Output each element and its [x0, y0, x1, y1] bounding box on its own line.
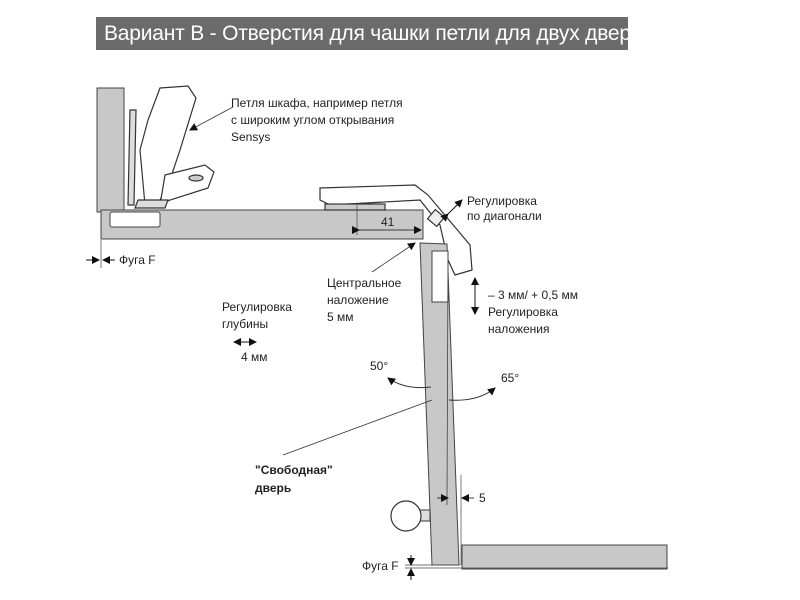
door-knob — [390, 500, 431, 532]
overlay-label-line1: Центральное — [327, 276, 402, 290]
depth-value: 4 мм — [241, 350, 268, 364]
overlay-label-line3: 5 мм — [327, 310, 354, 324]
diagonal-adjust-arrow — [440, 199, 463, 222]
free-door-label-line1: "Свободная" — [255, 463, 333, 477]
adjacent-panel — [461, 544, 668, 570]
dim-41-label: 41 — [381, 215, 395, 229]
gap-top-label: Фуга F — [119, 253, 156, 267]
diagonal-label-line2: по диагонали — [467, 209, 542, 223]
gap-bottom-label: Фуга F — [362, 559, 399, 573]
overlay-adjust-line3: наложения — [488, 322, 550, 336]
cup-recess — [109, 211, 161, 228]
diagram-title: Вариант B - Отверстия для чашки петли дл… — [96, 17, 654, 50]
sensys-hinge — [127, 85, 215, 209]
free-door-label-line2: дверь — [255, 481, 291, 495]
depth-label-line2: глубины — [222, 317, 268, 331]
dim-5-label: 5 — [479, 491, 486, 505]
hinge-label-line2: с широким углом открывания — [231, 113, 394, 127]
diagonal-label-line1: Регулировка — [467, 194, 537, 208]
overlay-adjust-line1: – 3 мм/ + 0,5 мм — [488, 288, 578, 302]
hinge-label-line3: Sensys — [231, 130, 270, 144]
overlay-adjust-line2: Регулировка — [488, 305, 558, 319]
angle-right-label: 65° — [501, 371, 519, 385]
depth-label-line1: Регулировка — [222, 300, 292, 314]
overlay-label-line2: наложение — [327, 293, 389, 307]
door-cup-recess — [431, 250, 449, 303]
cabinet-side-panel — [96, 87, 125, 213]
hinge-label-line1: Петля шкафа, например петля — [231, 96, 403, 110]
angle-left-label: 50° — [370, 359, 388, 373]
